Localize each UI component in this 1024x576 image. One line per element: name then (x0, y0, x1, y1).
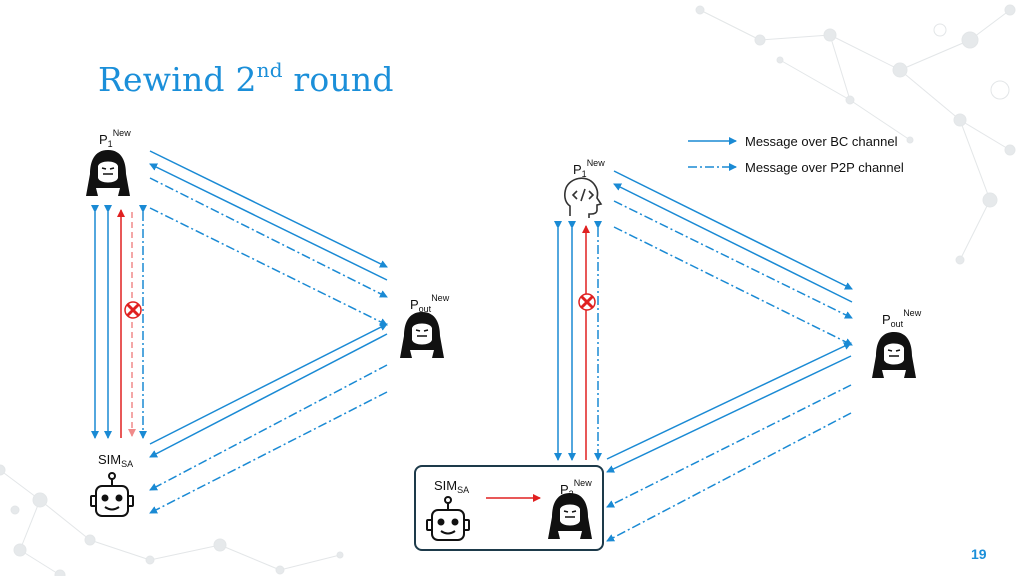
arrow-p2p (606, 384, 852, 508)
right-arrows (486, 170, 853, 542)
label-sup: New (573, 478, 592, 488)
hacker-icon (400, 312, 444, 358)
sim-box (414, 465, 604, 551)
network-decoration-top (695, 4, 1016, 265)
arrow-p2p (149, 391, 388, 514)
hacker-icon (86, 150, 130, 196)
arrow-bc (149, 333, 388, 458)
hacker-icon (548, 493, 592, 539)
label-sup: New (586, 158, 605, 168)
right-p1-label: P1New (573, 158, 605, 179)
legend-p2p-label: Message over P2P channel (745, 160, 904, 175)
arrow-bc (606, 342, 852, 460)
left-arrows (91, 150, 388, 514)
slide-title-superscript: nd (256, 58, 283, 82)
right-p2-label: P2New (560, 478, 592, 499)
label-base: SIM (434, 478, 458, 493)
page-number: 19 (971, 546, 987, 562)
arrow-p2p (606, 412, 852, 542)
blocked-x-icon (124, 301, 142, 319)
label-base: P (99, 132, 108, 147)
arrow-bc (613, 170, 853, 290)
hacker-icon (872, 332, 916, 378)
network-decoration-bottom (0, 464, 344, 576)
label-base: P (882, 312, 891, 327)
label-sup: New (431, 293, 450, 303)
robot-icon (426, 496, 470, 541)
slide-title: Rewind 2nd round (98, 58, 394, 99)
label-sub: 1 (581, 169, 587, 179)
label-base: P (410, 297, 419, 312)
arrow-p2p (149, 177, 388, 298)
slide-title-main: Rewind 2 (98, 60, 257, 99)
arrow-p2p (149, 364, 388, 491)
arrow-bc (606, 355, 852, 473)
arrow-p2p (613, 200, 853, 319)
arrow-p2p (613, 226, 853, 346)
right-sim-label: SIMSA (434, 478, 469, 495)
arrow-bc (149, 323, 388, 445)
label-base: P (573, 162, 582, 177)
arrow-bc (149, 163, 388, 281)
label-sub: out (890, 319, 904, 329)
robot-icon (90, 472, 134, 517)
slide-title-rest: round (282, 60, 394, 99)
label-sup: New (903, 308, 922, 318)
arrow-bc (149, 150, 388, 268)
arrow-bc (613, 183, 853, 303)
right-pout-label: PoutNew (882, 308, 921, 329)
label-sub: 2 (568, 489, 574, 499)
blocked-x-icon (578, 293, 596, 311)
label-base: SIM (98, 452, 122, 467)
label-sup: New (112, 128, 131, 138)
label-sub: out (418, 304, 432, 314)
human-head-code-icon (564, 177, 603, 218)
label-base: P (560, 482, 569, 497)
left-pout-label: PoutNew (410, 293, 449, 314)
legend-bc-label: Message over BC channel (745, 134, 898, 149)
arrow-p2p (149, 207, 388, 326)
label-sub: 1 (107, 139, 113, 149)
left-p1-label: P1New (99, 128, 131, 149)
label-sub: SA (457, 485, 470, 495)
label-sub: SA (121, 459, 134, 469)
left-sim-label: SIMSA (98, 452, 133, 469)
